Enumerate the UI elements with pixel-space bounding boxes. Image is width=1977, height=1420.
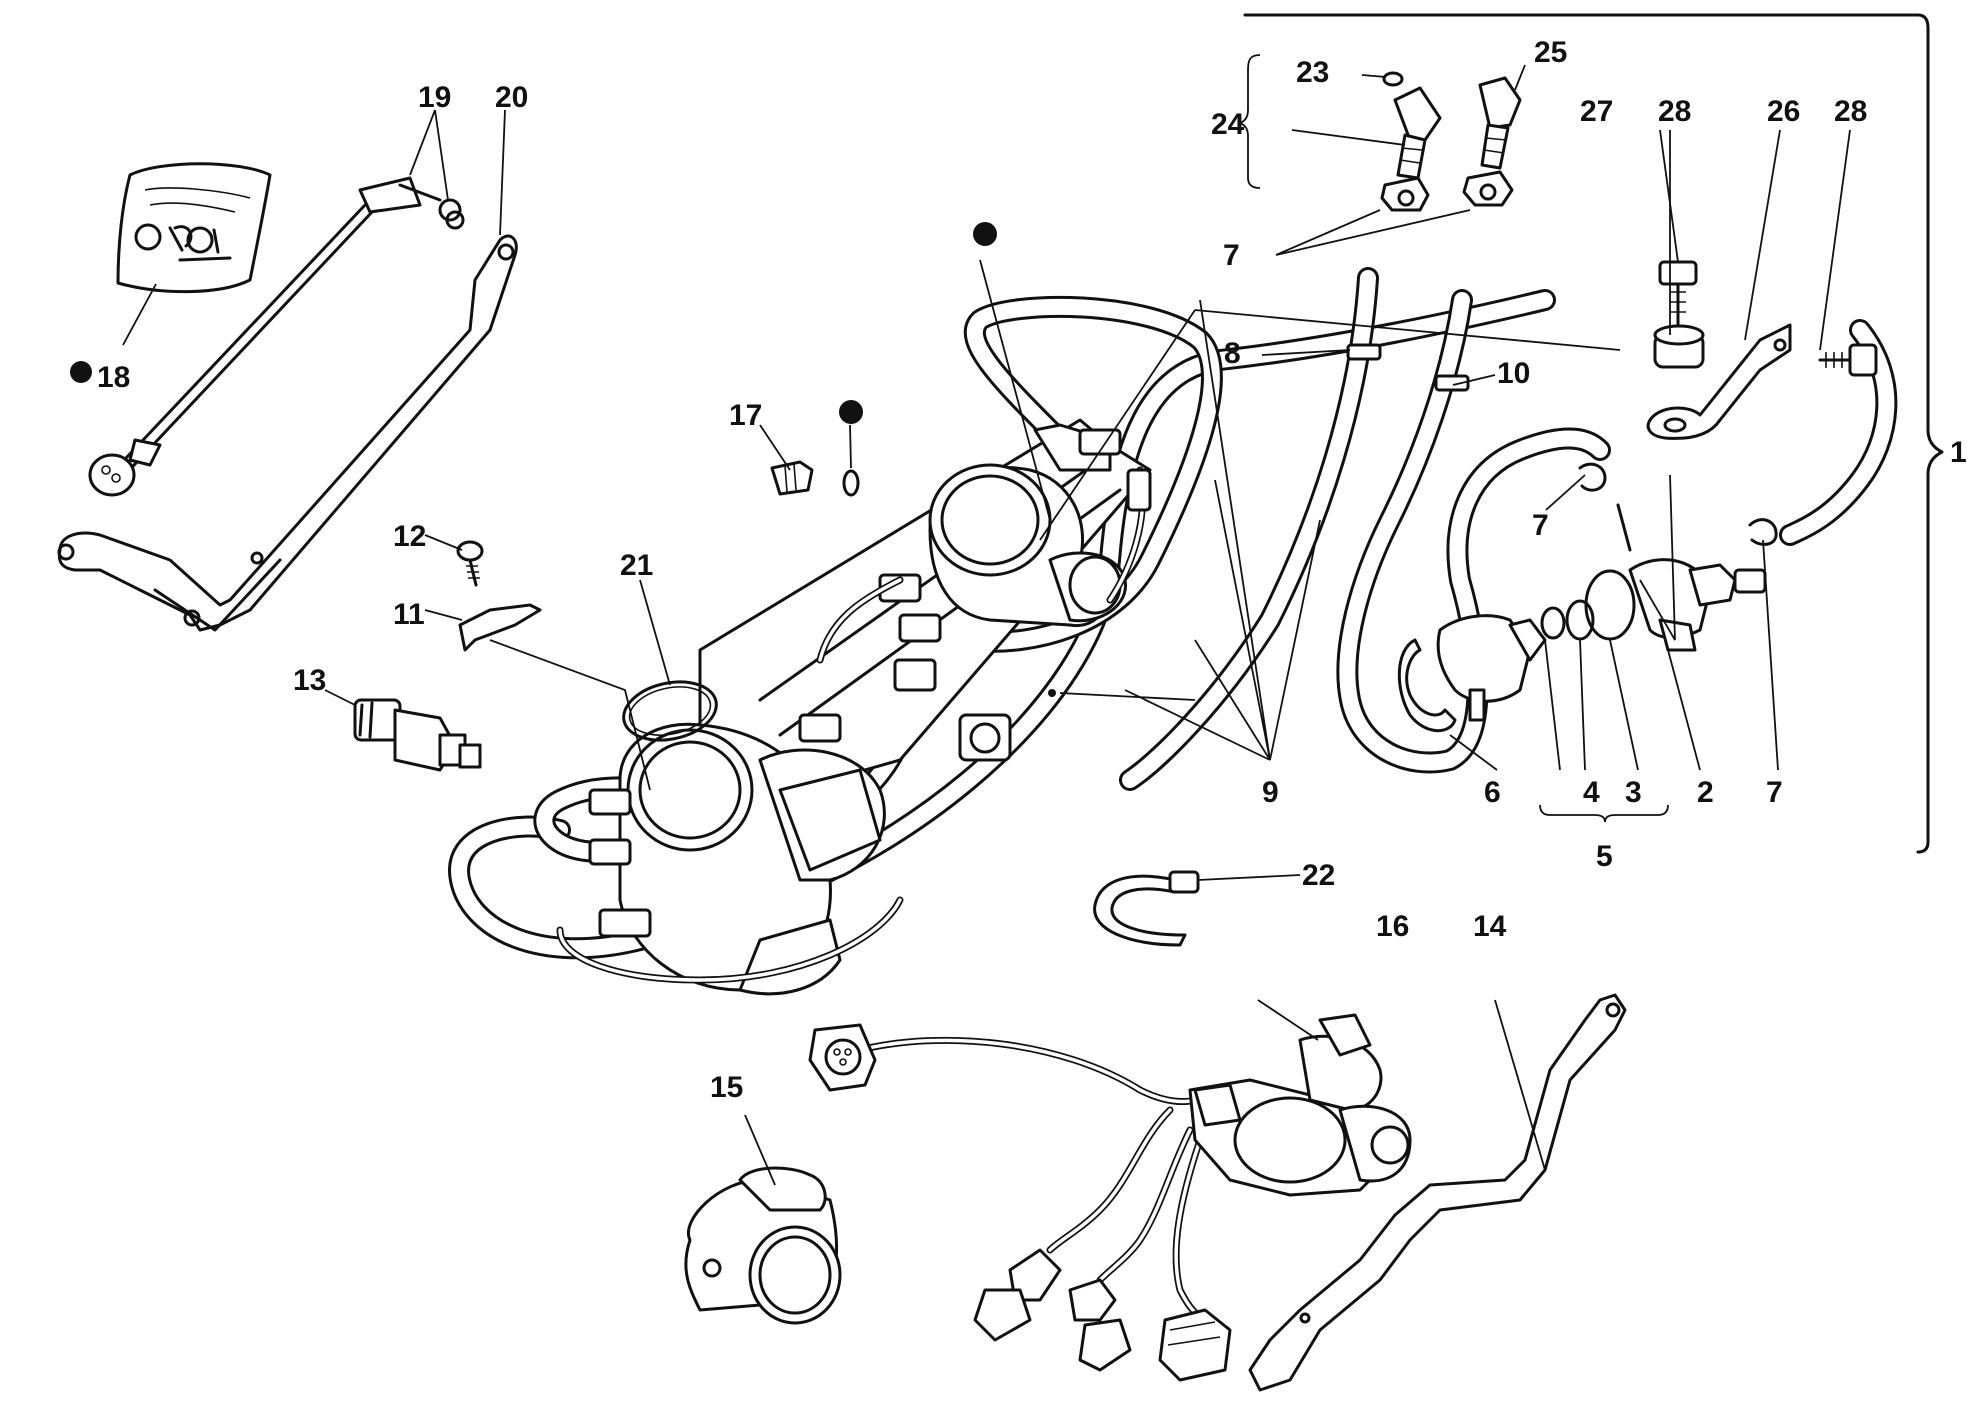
callout-9: 9 xyxy=(1262,776,1279,809)
injector-13 xyxy=(353,698,482,772)
screw-17 xyxy=(770,460,860,497)
bullet-marker xyxy=(839,400,863,424)
callout-17: 17 xyxy=(729,399,762,432)
callout-20: 20 xyxy=(495,81,528,114)
regulator-5 xyxy=(1436,503,1767,722)
callout-22: 22 xyxy=(1302,859,1335,892)
callout-19: 19 xyxy=(418,81,451,114)
linkage-rod xyxy=(88,176,465,497)
screw-12 xyxy=(456,540,484,587)
hose-10 xyxy=(1336,289,1611,774)
callout-7-top: 7 xyxy=(1223,239,1240,272)
fitting-25 xyxy=(1462,76,1522,207)
callout-6: 6 xyxy=(1484,776,1501,809)
callout-28-right: 28 xyxy=(1834,95,1867,128)
bracket-14 xyxy=(1248,993,1627,1392)
callout-10: 10 xyxy=(1497,357,1530,390)
bracket-26 xyxy=(1646,323,1792,440)
callout-1: 1 xyxy=(1950,436,1967,469)
bullet-marker xyxy=(70,361,92,383)
callout-24: 24 xyxy=(1211,108,1245,141)
hose-right xyxy=(1779,319,1898,546)
callout-labels: 1 2 3 4 5 6 7 7 7 8 9 10 11 12 13 14 16 … xyxy=(97,36,1967,1104)
callout-7-mid: 7 xyxy=(1532,509,1549,542)
callout-4: 4 xyxy=(1583,776,1600,809)
leader-lines xyxy=(122,54,1851,1186)
callout-2: 2 xyxy=(1697,776,1714,809)
callout-11: 11 xyxy=(393,598,425,631)
callout-12: 12 xyxy=(393,520,426,553)
callout-26: 26 xyxy=(1767,95,1800,128)
circlip-6 xyxy=(1397,638,1457,733)
grommet-27 xyxy=(1653,324,1705,369)
fitting-24 xyxy=(1380,71,1442,212)
kit-bag-18 xyxy=(116,162,272,294)
callout-13: 13 xyxy=(293,664,326,697)
hose-8 xyxy=(1119,267,1382,791)
wiring-harness-16 xyxy=(808,1013,1412,1382)
clip-11 xyxy=(458,603,542,652)
o-ring-21 xyxy=(622,680,718,742)
callout-8: 8 xyxy=(1224,337,1241,370)
bracket-20 xyxy=(57,234,518,632)
callout-27: 27 xyxy=(1580,95,1613,128)
callout-15-not: 16 xyxy=(1376,910,1409,943)
callout-25: 25 xyxy=(1534,36,1567,69)
sensor-15 xyxy=(684,1166,842,1325)
throttle-body-assembly xyxy=(448,289,1556,996)
bullet-marker xyxy=(973,222,997,246)
callout-7-right: 7 xyxy=(1766,776,1783,809)
callout-5: 5 xyxy=(1596,840,1613,873)
clamp-7-mid xyxy=(1578,462,1607,492)
callout-14: 14 xyxy=(1473,910,1507,943)
clamp-7-right xyxy=(1748,518,1778,546)
callout-3: 3 xyxy=(1625,776,1642,809)
callout-23: 23 xyxy=(1296,56,1329,89)
callout-28-left: 28 xyxy=(1658,95,1691,128)
bolt-28-left xyxy=(1658,260,1698,327)
tie-strap-22 xyxy=(1093,870,1200,947)
kit-bracket xyxy=(1243,13,1944,854)
bolt-28-right xyxy=(1818,343,1878,377)
callout-18: 18 xyxy=(97,361,130,394)
callout-21: 21 xyxy=(620,549,653,582)
bullet-markers xyxy=(70,222,997,424)
callout-15: 15 xyxy=(710,1071,743,1104)
